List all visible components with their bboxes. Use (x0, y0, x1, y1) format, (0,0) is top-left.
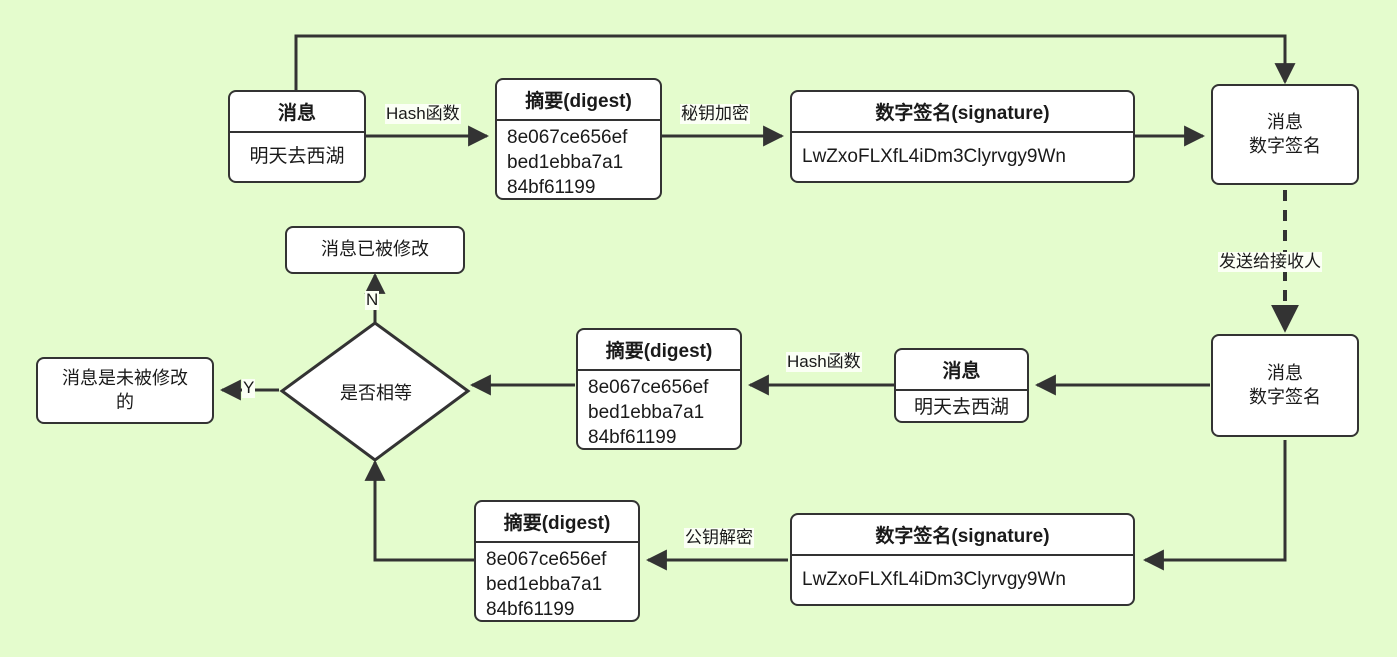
edge-label-hash-mid: Hash函数 (786, 352, 862, 372)
node-signature-top-body: LwZxoFLXfL4iDm3Clyrvgy9Wn (802, 146, 1066, 168)
node-signature-top-header: 数字签名(signature) (792, 92, 1133, 133)
node-message-top-body: 明天去西湖 (249, 146, 345, 168)
node-digest-mid-header: 摘要(digest) (578, 330, 740, 371)
edge-label-encrypt: 秘钥加密 (680, 104, 750, 124)
node-digest-top-header: 摘要(digest) (497, 80, 660, 121)
node-result-modified[interactable]: 消息已被修改 (285, 226, 465, 274)
node-message-top[interactable]: 消息 明天去西湖 (228, 90, 366, 183)
node-digest-top-body: 8e067ce656ef bed1ebba7a1 84bf61199 (507, 127, 628, 199)
edge-label-decrypt: 公钥解密 (684, 528, 754, 548)
node-digest-mid-body: 8e067ce656ef bed1ebba7a1 84bf61199 (588, 377, 709, 449)
node-decision[interactable]: 是否相等 (282, 323, 470, 461)
edge-label-send-to-receiver: 发送给接收人 (1218, 252, 1322, 272)
node-digest-bottom-header: 摘要(digest) (476, 502, 638, 543)
node-digest-bottom[interactable]: 摘要(digest) 8e067ce656ef bed1ebba7a1 84bf… (474, 500, 640, 622)
node-signature-bottom-body: LwZxoFLXfL4iDm3Clyrvgy9Wn (802, 569, 1066, 591)
node-message-mid-body: 明天去西湖 (913, 397, 1009, 418)
node-decision-label: 是否相等 (340, 383, 412, 403)
node-bundle-receiver[interactable]: 消息 数字签名 (1211, 334, 1359, 437)
wire-digest-bottom-to-decision (364, 459, 474, 562)
edge-label-hash-top: Hash函数 (385, 104, 461, 124)
branch-label-no: N (365, 290, 380, 310)
node-signature-top[interactable]: 数字签名(signature) LwZxoFLXfL4iDm3Clyrvgy9W… (790, 90, 1135, 183)
node-message-mid-header: 消息 (896, 350, 1027, 391)
node-message-top-header: 消息 (230, 92, 364, 133)
wire-message-to-bundle (294, 34, 1296, 90)
node-signature-bottom-header: 数字签名(signature) (792, 515, 1133, 556)
wire-bundle-to-signature-bottom (1142, 440, 1287, 571)
node-digest-mid[interactable]: 摘要(digest) 8e067ce656ef bed1ebba7a1 84bf… (576, 328, 742, 450)
node-digest-top[interactable]: 摘要(digest) 8e067ce656ef bed1ebba7a1 84bf… (495, 78, 662, 200)
node-signature-bottom[interactable]: 数字签名(signature) LwZxoFLXfL4iDm3Clyrvgy9W… (790, 513, 1135, 606)
node-digest-bottom-body: 8e067ce656ef bed1ebba7a1 84bf61199 (486, 549, 607, 621)
node-result-unmodified[interactable]: 消息是未被修改 的 (36, 357, 214, 424)
node-message-mid[interactable]: 消息 明天去西湖 (894, 348, 1029, 423)
node-bundle-sender[interactable]: 消息 数字签名 (1211, 84, 1359, 185)
branch-label-yes: Y (242, 378, 256, 398)
